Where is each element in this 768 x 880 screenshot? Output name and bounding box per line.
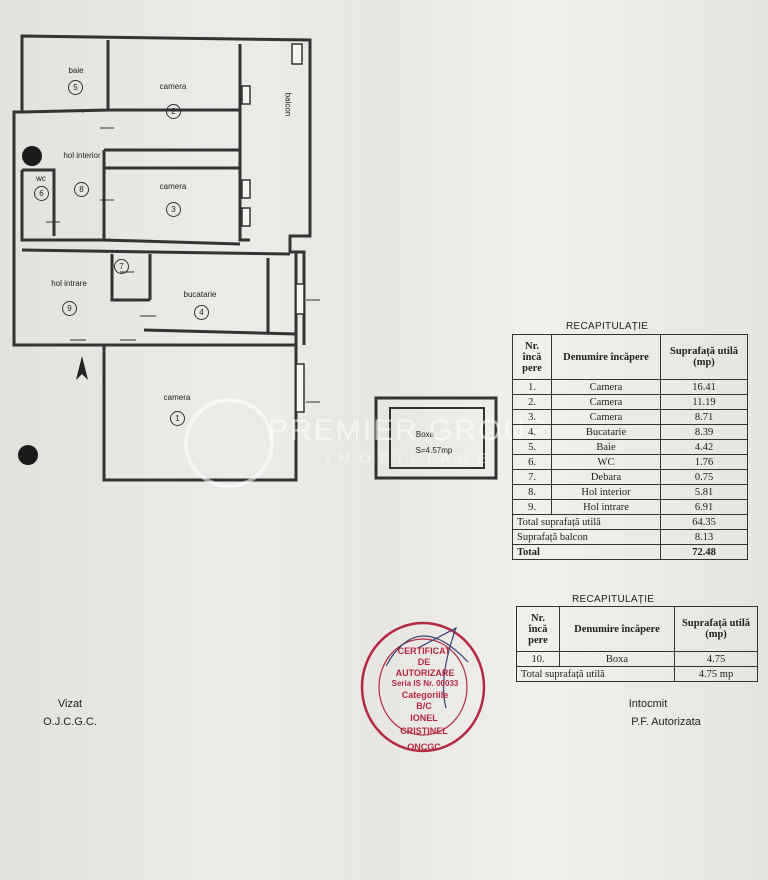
room-number-7: 7 [114,259,129,274]
watermark-sub: IMOBILIARE [326,450,497,466]
vizat-label: Vizat [57,698,83,710]
room-number-4: 4 [194,305,209,320]
punch-hole-top [22,146,42,166]
room-label-balcon: balcon [283,92,293,117]
table2-header-nr: Nr. încă pere [516,606,560,652]
room-number-8: 8 [74,182,89,197]
stamp-line-3: AUTORIZARE [395,668,455,678]
table1-title: RECAPITULAȚIE [566,321,649,332]
room-number-2: 2 [166,104,181,119]
stamp-line-9: ONCGC [407,742,441,752]
room-label-baie: baie [68,66,84,75]
room-label-camera-2: camera [159,82,187,91]
room-label-hol-interior: hol interior [63,151,101,160]
intocmit-label: Intocmit [628,698,668,710]
ojcgc-label: O.J.C.G.C. [43,716,97,728]
stamp-line-5: Categoriile [401,690,449,700]
stamp-line-1: CERTIFICAT [397,646,451,656]
room-number-3: 3 [166,202,181,217]
stamp-line-4: Seria IS Nr. 00033 [391,679,459,688]
boxa-area: S=4.57mp [415,446,453,455]
boxa-label: Boxa [415,430,435,439]
room-number-5: 5 [68,80,83,95]
table2-header-suprafata: Suprafață utilă (mp) [674,606,758,652]
table1-header-nr: Nr. încă pere [512,334,552,380]
table2-header-denumire: Denumire încăpere [559,606,675,652]
stamp-line-8: CRISTINEL [400,726,448,736]
paper-fold [352,0,355,880]
watermark-logo [184,398,274,488]
stamp-line-6: B/C [416,701,432,711]
room-label-wc: wc [36,174,46,183]
room-number-6: 6 [34,186,49,201]
stamp-line-2: DE [417,657,431,667]
room-label-camera-3: camera [159,182,187,191]
table1-header-denumire: Denumire încăpere [551,334,661,380]
room-label-bucatarie: bucatarie [183,290,217,299]
room-label-hol-intrare: hol intrare [51,279,87,288]
punch-hole-bottom [18,445,38,465]
recap-table-apartment: Nr. încă pere Denumire încăpere Suprafaț… [512,334,748,560]
north-arrow-icon [76,356,88,380]
authorization-stamp [360,621,486,753]
recap-table-boxa: Nr. încă pere Denumire încăpere Suprafaț… [516,606,758,682]
table1-header-suprafata: Suprafață utilă (mp) [660,334,748,380]
room-number-1: 1 [170,411,185,426]
pf-autorizata-label: P.F. Autorizata [631,716,701,728]
room-number-9: 9 [62,301,77,316]
stamp-line-7: IONEL [410,713,438,723]
watermark-brand: PREMIER GROUP [268,414,550,447]
room-label-camera-1: camera [163,393,191,402]
table2-title: RECAPITULAȚIE [572,594,655,605]
